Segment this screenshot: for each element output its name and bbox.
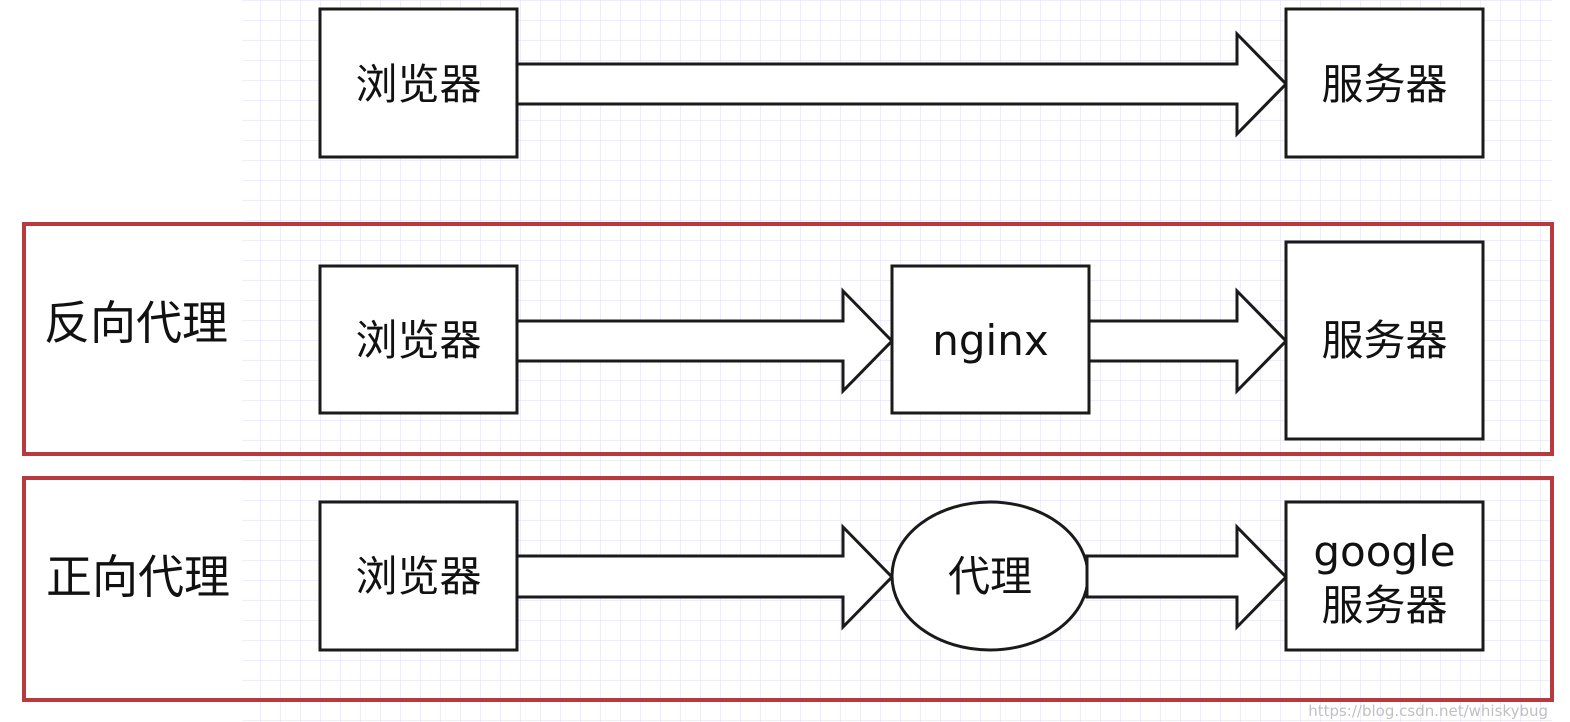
browser-label: 浏览器 [355, 552, 481, 601]
server-label: 服务器 [1321, 60, 1447, 109]
server-label: 服务器 [1321, 316, 1447, 365]
browser-box [318, 500, 519, 652]
server-label: 服务器 [1321, 581, 1447, 630]
server-box [1284, 7, 1485, 159]
row-forward-proxy: 正向代理 浏览器 代理 google 服务器 [46, 500, 1485, 652]
proxy-label: 代理 [948, 552, 1032, 601]
browser-label: 浏览器 [355, 316, 481, 365]
reverse-proxy-label: 反向代理 [44, 296, 228, 350]
browser-label: 浏览器 [355, 60, 481, 109]
google-label: google [1313, 527, 1455, 576]
arrow [1085, 523, 1289, 631]
reverse-proxy-frame [22, 222, 1554, 456]
row-reverse-proxy: 反向代理 浏览器 nginx 服务器 [44, 240, 1485, 441]
nginx-label: nginx [932, 316, 1048, 365]
nginx-box [890, 264, 1091, 415]
forward-proxy-frame [22, 476, 1554, 702]
forward-proxy-label: 正向代理 [46, 550, 230, 604]
arrow [515, 30, 1289, 138]
browser-box [318, 7, 519, 159]
row-direct: 浏览器 服务器 [318, 7, 1485, 159]
server-box [1284, 240, 1485, 441]
arrow [515, 287, 895, 395]
watermark: https://blog.csdn.net/whiskybug [1308, 702, 1548, 720]
google-server-box [1284, 500, 1485, 652]
arrow [515, 523, 895, 631]
arrow [1087, 287, 1289, 395]
browser-box [318, 264, 519, 415]
